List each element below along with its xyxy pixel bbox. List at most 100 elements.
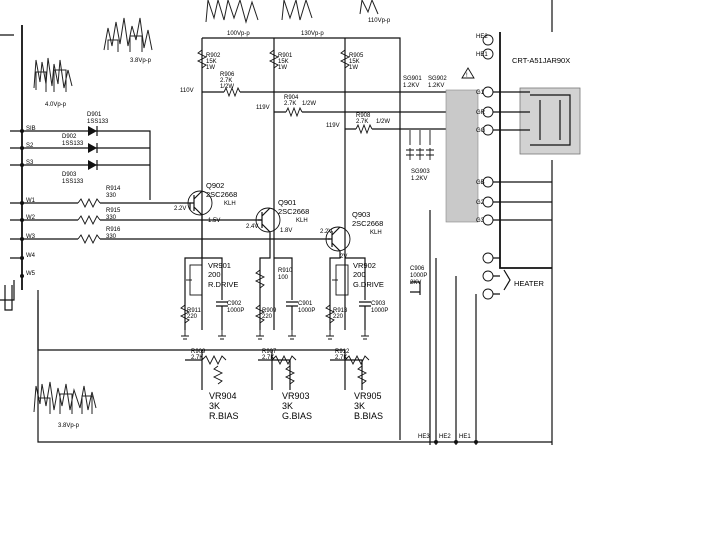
crt-pin-g3: G3 [476,218,485,224]
emitter-net-b [329,251,366,330]
sg901-val: 1.2KV [403,83,419,89]
c903-val: 1000P [371,308,388,314]
vr903-val: 3K [282,401,293,411]
input-label-7: W4 [26,253,36,259]
vr905-ref: VR905 [354,391,382,401]
heater-stubs [493,257,500,295]
r912-zigzag [344,354,370,366]
bottom-pin-1: HE3 [418,434,430,440]
crt-pin-gr: GR [476,110,486,116]
r904-ref: R904 [284,95,299,101]
r904-zigzag [285,106,303,118]
c902-ref: C902 [227,301,242,307]
heater-label: HEATER [514,279,544,288]
d901-ref: D901 [87,112,102,118]
crt-pin-he2: HE2 [476,34,488,40]
input-label-2: S2 [26,143,34,149]
diode-d901 [88,126,98,136]
r916-zigzag [77,233,101,245]
vr904-ref: VR904 [209,391,237,401]
crt-pin-he1: HE1 [476,52,488,58]
d903-ref: D903 [62,172,77,178]
r909-val: 2.7K [191,355,203,361]
vr902-name: G.DRIVE [353,280,384,289]
r906-v2: 1/2W [220,84,234,90]
q903-part: 2SC2668 [352,219,383,228]
q903-ref: Q903 [352,210,370,219]
sg901-ref: SG901 [403,76,422,82]
vr903-ref: VR903 [282,391,310,401]
r906-v1: 2.7K [220,78,232,84]
d902-ref: D902 [62,134,77,140]
r904-v2: 1/2W [302,101,316,107]
r907-val: 2.7K [262,355,274,361]
transistor-q903 [325,226,351,252]
emitter-caps [216,301,371,330]
c903-ref: C903 [371,301,386,307]
sg902-val: 1.2KV [428,83,444,89]
waveform-top-mid [205,0,379,24]
transistor-q902 [187,190,213,216]
vr905-name: B.BIAS [354,411,383,421]
q903-vb: 2.2V [320,229,332,235]
c902-val: 1000P [227,308,244,314]
vr904-name: R.BIAS [209,411,239,421]
emitter-net-g [259,232,293,330]
crt-socket-shade-left [445,89,479,223]
vr903-zigzag [284,365,296,385]
waveform-110-label: 110Vp-p [368,18,391,24]
r901-v1: 15K [278,59,289,65]
sg902-ref: SG902 [428,76,447,82]
supply-bus [202,37,401,440]
spark-gaps [406,130,434,160]
waveform-top-label: 3.8Vp-p [130,58,152,64]
r902-v2: 1W [206,65,215,71]
crt-pin-wires [493,91,552,221]
r908-zigzag [355,123,373,135]
r910-ref: R910 [278,268,293,274]
q902-suffix: KLH [224,201,236,207]
r914-zigzag [77,197,101,209]
c901-val: 1000P [298,308,315,314]
crt-pin-g1: G1 [476,90,485,96]
r916-ref: R916 [106,227,121,233]
r905-v1: 15K [349,59,360,65]
r907-zigzag [271,354,297,366]
vr905-val: 3K [354,401,365,411]
bias-bus-r [37,290,203,390]
q903-ve: 2V [340,254,347,260]
r908-ref: R908 [356,113,371,119]
r913-ref: R913 [333,308,348,314]
r905-ref: R905 [349,53,364,59]
r915-val: 330 [106,215,117,221]
warning-mark: ! [466,73,468,79]
sg903-val: 1.2KV [411,176,427,182]
emitter-net-r [184,215,223,330]
r912-val: 2.7K [335,355,347,361]
bottom-pin-3: HE1 [459,434,471,440]
bottom-pins [434,440,478,444]
waveform-top [103,17,153,52]
r908-v2: 1/2W [376,119,390,125]
r905-zigzag [339,49,351,69]
waveform-bottom [33,381,97,414]
waveform-130-label: 130Vp-p [301,31,324,37]
r913-val: 220 [333,314,344,320]
r902-ref: R902 [206,53,221,59]
r901-ref: R901 [278,53,293,59]
crt-part-name: CRT-A51JAR90X [512,56,570,65]
supply-label-right: 119V [326,123,340,129]
r901-v2: 1W [278,65,287,71]
r909e-val: 220 [262,314,273,320]
diode-d902 [88,143,98,153]
crt-socket-outline [499,32,552,269]
crt-socket-shade-right [519,87,581,155]
q902-ref: Q902 [206,181,224,190]
r915-ref: R915 [106,208,121,214]
q903-suffix: KLH [370,230,382,236]
emitter-resistors [179,269,336,324]
input-label-3: S3 [26,160,34,166]
r909-ref: R909 [191,349,206,355]
q901-vb: 2.4V [246,224,258,230]
crt-pins [482,34,494,300]
